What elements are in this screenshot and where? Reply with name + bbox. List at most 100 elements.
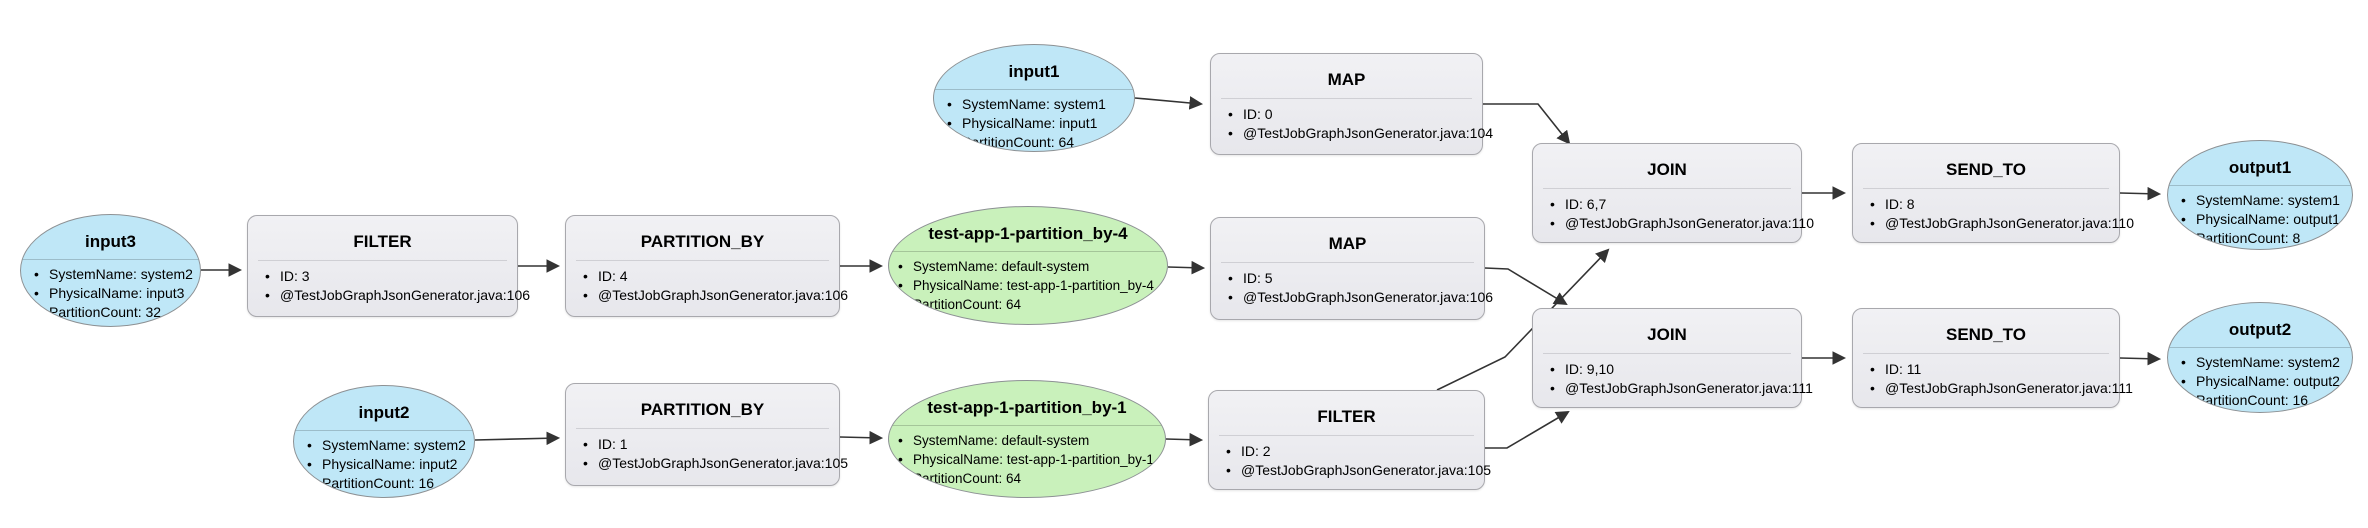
operator-node-send-to-11: SEND_TO ID: 11 @TestJobGraphJsonGenerato…	[1852, 308, 2133, 408]
node-title: MAP	[1328, 234, 1367, 253]
node-prop: ID: 11	[1885, 360, 2115, 379]
node-title: input2	[358, 403, 410, 422]
stream-node-output2: output2 SystemName: system2 PhysicalName…	[2167, 302, 2353, 413]
title-separator	[889, 425, 1165, 426]
title-separator	[1863, 188, 2109, 189]
node-prop: PartitionCount: 16	[322, 474, 470, 493]
node-props: SystemName: system2 PhysicalName: output…	[2168, 353, 2352, 410]
title-separator	[2168, 185, 2352, 186]
node-props: SystemName: system2 PhysicalName: input3…	[21, 265, 200, 322]
title-separator	[1863, 353, 2109, 354]
operator-node-partition-by-1: PARTITION_BY ID: 1 @TestJobGraphJsonGene…	[565, 383, 848, 486]
node-prop: ID: 9,10	[1565, 360, 1797, 379]
node-prop: ID: 8	[1885, 195, 2115, 214]
title-separator	[576, 260, 829, 261]
node-props: ID: 0 @TestJobGraphJsonGenerator.java:10…	[1211, 105, 1493, 143]
title-separator	[2168, 347, 2352, 348]
node-prop: SystemName: system2	[322, 436, 470, 455]
node-props: ID: 6,7 @TestJobGraphJsonGenerator.java:…	[1533, 195, 1814, 233]
node-title: test-app-1-partition_by-4	[928, 224, 1128, 243]
node-prop: ID: 5	[1243, 269, 1480, 288]
node-prop: PhysicalName: input1	[962, 114, 1130, 133]
node-props: ID: 4 @TestJobGraphJsonGenerator.java:10…	[566, 267, 848, 305]
node-title: output1	[2228, 158, 2292, 177]
node-prop: @TestJobGraphJsonGenerator.java:106	[1243, 288, 1493, 307]
edge-map0-join67	[1483, 103, 1571, 145]
node-props: SystemName: system2 PhysicalName: input2…	[294, 436, 474, 493]
node-props: ID: 11 @TestJobGraphJsonGenerator.java:1…	[1853, 360, 2133, 398]
node-props: SystemName: system1 PhysicalName: output…	[2168, 191, 2352, 248]
node-prop: @TestJobGraphJsonGenerator.java:110	[1565, 214, 1814, 233]
node-prop: PhysicalName: test-app-1-partition_by-1	[913, 450, 1161, 469]
node-prop: SystemName: system2	[2196, 353, 2348, 372]
operator-node-join-6-7: JOIN ID: 6,7 @TestJobGraphJsonGenerator.…	[1532, 143, 1814, 243]
node-prop: SystemName: system1	[2196, 191, 2348, 210]
title-separator	[889, 251, 1167, 252]
node-prop: @TestJobGraphJsonGenerator.java:105	[1241, 461, 1491, 480]
operator-node-filter-2: FILTER ID: 2 @TestJobGraphJsonGenerator.…	[1208, 390, 1491, 490]
node-title: output2	[2228, 320, 2292, 339]
node-title: FILTER	[353, 232, 412, 251]
operator-node-send-to-8: SEND_TO ID: 8 @TestJobGraphJsonGenerator…	[1852, 143, 2134, 243]
node-prop: SystemName: system2	[49, 265, 196, 284]
node-prop: PartitionCount: 32	[49, 303, 196, 322]
node-prop: ID: 0	[1243, 105, 1478, 124]
node-prop: @TestJobGraphJsonGenerator.java:110	[1885, 214, 2134, 233]
node-prop: ID: 3	[280, 267, 513, 286]
title-separator	[1221, 98, 1472, 99]
node-title: PARTITION_BY	[640, 400, 765, 419]
node-props: ID: 5 @TestJobGraphJsonGenerator.java:10…	[1211, 269, 1493, 307]
node-title: SEND_TO	[1946, 325, 2026, 344]
title-separator	[1543, 188, 1791, 189]
node-prop: ID: 6,7	[1565, 195, 1797, 214]
stream-node-partition-by-1: test-app-1-partition_by-1 SystemName: de…	[888, 380, 1166, 498]
node-title: input3	[85, 232, 136, 251]
node-props: SystemName: default-system PhysicalName:…	[889, 257, 1167, 314]
node-prop: PhysicalName: test-app-1-partition_by-4	[913, 276, 1163, 295]
operator-node-filter-3: FILTER ID: 3 @TestJobGraphJsonGenerator.…	[247, 215, 530, 317]
title-separator	[934, 89, 1134, 90]
node-props: ID: 1 @TestJobGraphJsonGenerator.java:10…	[566, 435, 848, 473]
stream-node-partition-by-4: test-app-1-partition_by-4 SystemName: de…	[888, 206, 1168, 325]
node-prop: PhysicalName: input3	[49, 284, 196, 303]
node-props: SystemName: default-system PhysicalName:…	[889, 431, 1165, 488]
operator-node-map-0: MAP ID: 0 @TestJobGraphJsonGenerator.jav…	[1210, 53, 1493, 155]
edge-sendto11-output2	[2119, 351, 2162, 366]
node-prop: PartitionCount: 64	[913, 295, 1163, 314]
stream-node-input1: input1 SystemName: system1 PhysicalName:…	[933, 44, 1135, 152]
edge-partitionby1-pb1stream	[839, 430, 884, 445]
title-separator	[258, 260, 507, 261]
node-prop: @TestJobGraphJsonGenerator.java:106	[280, 286, 530, 305]
node-prop: @TestJobGraphJsonGenerator.java:104	[1243, 124, 1493, 143]
node-title: JOIN	[1647, 160, 1687, 179]
node-prop: @TestJobGraphJsonGenerator.java:111	[1565, 379, 1813, 398]
node-prop: @TestJobGraphJsonGenerator.java:106	[598, 286, 848, 305]
edge-filter2-join910	[1485, 410, 1570, 449]
node-prop: PhysicalName: output1	[2196, 210, 2348, 229]
operator-node-partition-by-4: PARTITION_BY ID: 4 @TestJobGraphJsonGene…	[565, 215, 848, 317]
edge-pb1stream-filter2	[1165, 432, 1204, 447]
node-prop: ID: 4	[598, 267, 835, 286]
node-prop: PhysicalName: input2	[322, 455, 470, 474]
edge-input2-partitionby1	[474, 431, 561, 446]
edge-pb4stream-map5	[1167, 260, 1206, 275]
node-title: FILTER	[1317, 407, 1376, 426]
title-separator	[1219, 435, 1474, 436]
node-prop: SystemName: system1	[962, 95, 1130, 114]
node-prop: @TestJobGraphJsonGenerator.java:105	[598, 454, 848, 473]
node-prop: SystemName: default-system	[913, 257, 1163, 276]
title-separator	[1543, 353, 1791, 354]
node-prop: SystemName: default-system	[913, 431, 1161, 450]
operator-node-map-5: MAP ID: 5 @TestJobGraphJsonGenerator.jav…	[1210, 217, 1493, 320]
stream-node-input3: input3 SystemName: system2 PhysicalName:…	[20, 214, 201, 327]
edge-sendto8-output1	[2119, 186, 2162, 201]
stream-node-output1: output1 SystemName: system1 PhysicalName…	[2167, 140, 2353, 250]
node-props: ID: 2 @TestJobGraphJsonGenerator.java:10…	[1209, 442, 1491, 480]
node-title: JOIN	[1647, 325, 1687, 344]
node-prop: PartitionCount: 64	[962, 133, 1130, 151]
node-prop: PartitionCount: 8	[2196, 229, 2348, 248]
node-props: ID: 9,10 @TestJobGraphJsonGenerator.java…	[1533, 360, 1813, 398]
edge-map5-join910	[1484, 267, 1568, 306]
node-title: input1	[1008, 62, 1060, 81]
